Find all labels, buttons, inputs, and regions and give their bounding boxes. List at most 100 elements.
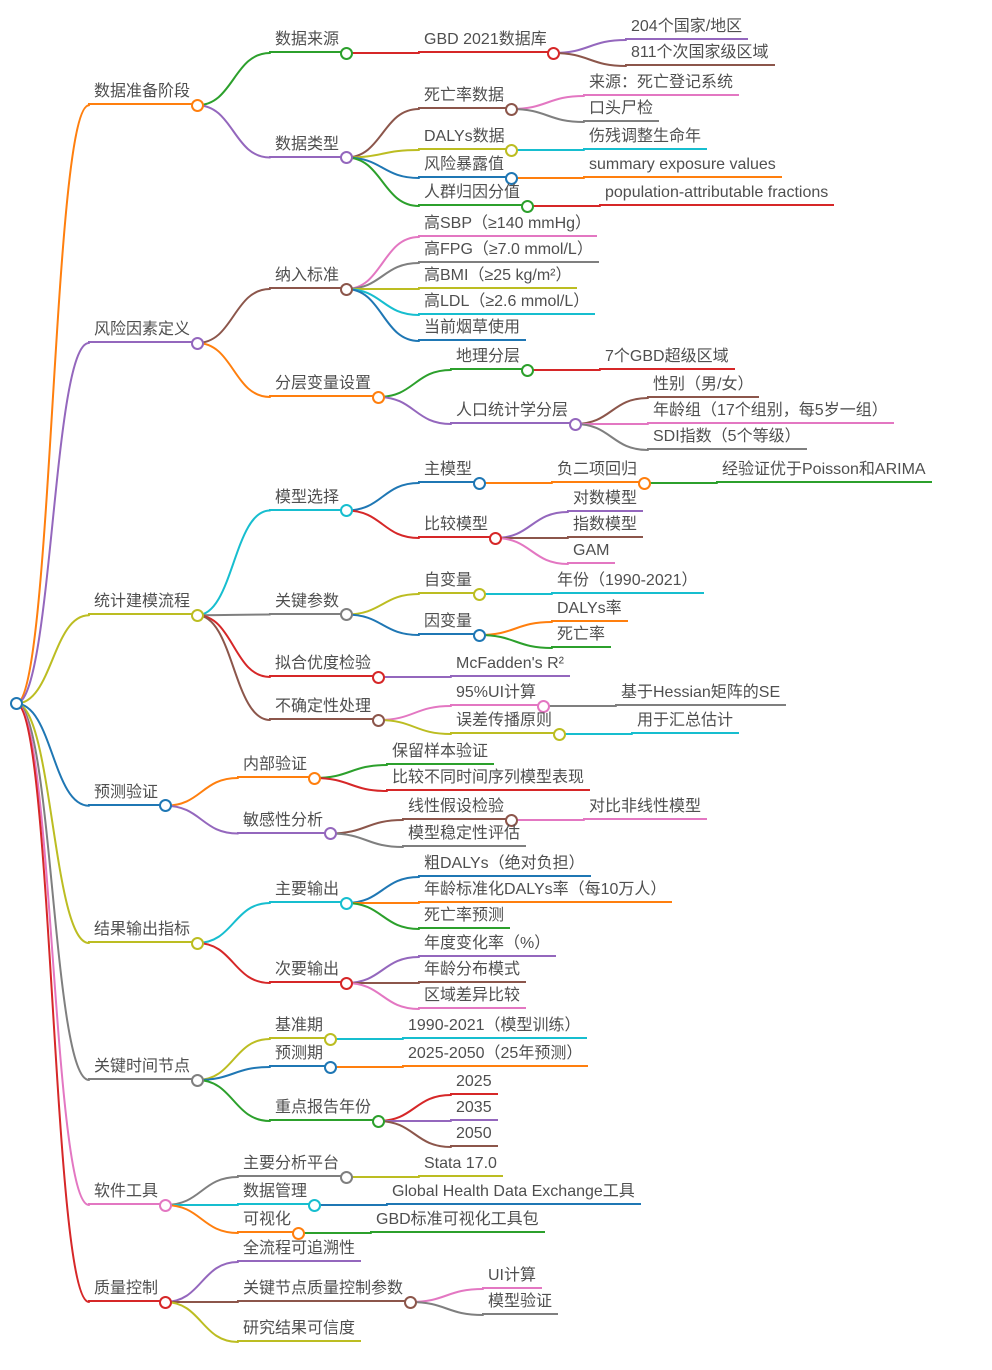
- node-label: 自变量: [418, 570, 479, 594]
- collapse-toggle[interactable]: [158, 1295, 172, 1309]
- node-label: 811个次国家级区域: [625, 42, 775, 66]
- node-label: 比较不同时间序列模型表现: [386, 767, 591, 791]
- collapse-toggle[interactable]: [504, 102, 518, 116]
- collapse-toggle[interactable]: [339, 282, 353, 296]
- node-label: 模型验证: [482, 1291, 559, 1315]
- collapse-toggle[interactable]: [339, 976, 353, 990]
- collapse-toggle[interactable]: [520, 199, 534, 213]
- collapse-toggle[interactable]: [472, 476, 486, 490]
- branch-link: [345, 982, 420, 1010]
- branch-link: [196, 942, 271, 984]
- collapse-toggle[interactable]: [339, 46, 353, 60]
- node-label: 2025-2050（25年预测）: [402, 1043, 589, 1067]
- collapse-toggle[interactable]: [472, 628, 486, 642]
- collapse-toggle[interactable]: [158, 1198, 172, 1212]
- branch-link: [345, 613, 420, 636]
- collapse-toggle[interactable]: [504, 813, 518, 827]
- collapse-toggle[interactable]: [371, 670, 385, 684]
- collapse-toggle[interactable]: [371, 713, 385, 727]
- node-label: 内部验证: [237, 754, 314, 778]
- collapse-toggle[interactable]: [339, 896, 353, 910]
- branch-link: [345, 593, 420, 616]
- collapse-toggle[interactable]: [307, 1198, 321, 1212]
- branch-link: [313, 777, 388, 792]
- node-label: 2025: [450, 1071, 498, 1095]
- collapse-toggle[interactable]: [403, 1295, 417, 1309]
- branch-link: [377, 719, 452, 735]
- node-label: 主要输出: [269, 879, 346, 903]
- collapse-toggle[interactable]: [472, 587, 486, 601]
- node-label: 年份（1990-2021）: [551, 570, 704, 594]
- collapse-toggle[interactable]: [488, 531, 502, 545]
- node-label: 用于汇总估计: [631, 710, 740, 734]
- node-label: 可视化: [237, 1209, 298, 1233]
- branch-link: [345, 876, 420, 904]
- branch-link: [164, 1176, 239, 1206]
- collapse-toggle[interactable]: [190, 1073, 204, 1087]
- collapse-toggle[interactable]: [536, 699, 550, 713]
- collapse-toggle[interactable]: [190, 98, 204, 112]
- node-label: 7个GBD超级区域: [599, 346, 735, 370]
- collapse-toggle[interactable]: [637, 476, 651, 490]
- collapse-toggle[interactable]: [158, 799, 172, 813]
- collapse-toggle[interactable]: [323, 1060, 337, 1074]
- branch-link: [196, 614, 271, 721]
- root-node[interactable]: [9, 697, 23, 711]
- node-label: 年龄组（17个组别，每5岁一组）: [647, 400, 894, 424]
- branch-link: [345, 156, 420, 207]
- node-label: 区域差异比较: [418, 985, 527, 1009]
- collapse-toggle[interactable]: [339, 151, 353, 164]
- node-label: 预测验证: [88, 782, 165, 806]
- node-label: 经验证优于Poisson和ARIMA: [716, 459, 932, 483]
- branch-link: [196, 104, 271, 159]
- collapse-toggle[interactable]: [504, 143, 518, 157]
- collapse-toggle[interactable]: [371, 390, 385, 404]
- collapse-toggle[interactable]: [552, 727, 566, 741]
- collapse-toggle[interactable]: [339, 504, 353, 517]
- node-label: Stata 17.0: [418, 1153, 503, 1177]
- branch-link: [345, 262, 420, 290]
- node-label: GAM: [567, 540, 616, 564]
- collapse-toggle[interactable]: [190, 336, 204, 350]
- node-label: 2035: [450, 1097, 498, 1121]
- branch-link: [15, 702, 90, 807]
- branch-link: [196, 902, 271, 944]
- node-label: 预测期: [269, 1043, 330, 1067]
- node-label: 重点报告年份: [269, 1097, 378, 1121]
- collapse-toggle[interactable]: [291, 1226, 305, 1240]
- branch-link: [313, 764, 388, 779]
- branch-link: [196, 1079, 271, 1122]
- node-label: 模型稳定性评估: [402, 823, 527, 847]
- collapse-toggle[interactable]: [307, 771, 321, 785]
- branch-link: [15, 702, 90, 1081]
- branch-link: [196, 613, 271, 617]
- collapse-toggle[interactable]: [339, 1170, 353, 1184]
- collapse-toggle[interactable]: [190, 608, 204, 622]
- branch-link: [478, 634, 553, 649]
- branch-link: [377, 396, 452, 425]
- branch-link: [15, 702, 90, 944]
- collapse-toggle[interactable]: [190, 936, 204, 950]
- branch-link: [377, 705, 452, 721]
- node-label: 负二项回归: [551, 459, 644, 483]
- collapse-toggle[interactable]: [520, 363, 534, 377]
- node-label: 高FPG（≥7.0 mmol/L）: [418, 239, 599, 263]
- node-label: 全流程可追溯性: [237, 1238, 362, 1262]
- node-label: SDI指数（5个等级）: [647, 426, 807, 450]
- node-label: 比较模型: [418, 514, 495, 538]
- collapse-toggle[interactable]: [323, 827, 337, 840]
- node-label: 基于Hessian矩阵的SE: [615, 682, 787, 706]
- collapse-toggle[interactable]: [568, 417, 582, 431]
- branch-link: [164, 777, 239, 807]
- collapse-toggle[interactable]: [504, 171, 518, 185]
- node-label: GBD标准可视化工具包: [370, 1209, 545, 1233]
- branch-link: [329, 832, 404, 848]
- branch-link: [409, 1288, 484, 1303]
- collapse-toggle[interactable]: [371, 1114, 385, 1128]
- collapse-toggle[interactable]: [339, 608, 353, 621]
- collapse-toggle[interactable]: [546, 46, 560, 60]
- node-label: DALYs率: [551, 598, 628, 622]
- collapse-toggle[interactable]: [323, 1032, 337, 1046]
